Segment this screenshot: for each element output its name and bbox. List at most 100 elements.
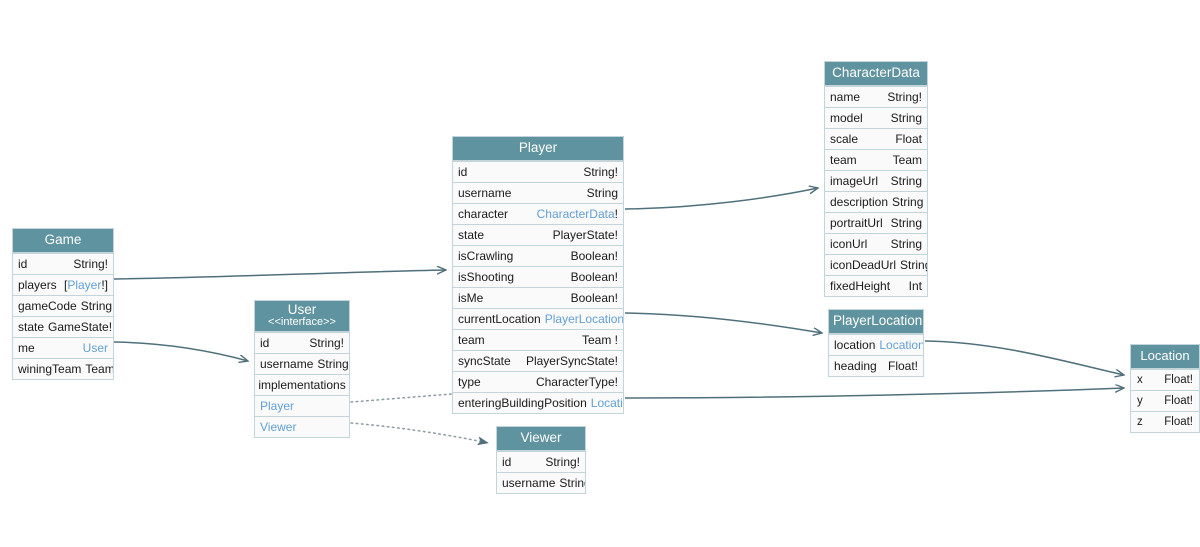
field-type: String — [890, 174, 922, 189]
entity-character-data-title: CharacterData — [825, 62, 927, 87]
field-row[interactable]: syncState PlayerSyncState! — [453, 350, 623, 372]
field-row[interactable]: currentLocation PlayerLocation! — [453, 308, 623, 330]
field-name: username — [260, 357, 314, 372]
field-type: Boolean! — [570, 291, 618, 306]
field-type-link[interactable]: User — [82, 341, 108, 356]
field-row[interactable]: x Float! — [1131, 368, 1199, 390]
implementation-player[interactable]: Player — [260, 399, 295, 414]
field-row[interactable]: location Location! — [829, 334, 923, 356]
field-name: id — [458, 165, 468, 180]
field-type: Location! — [879, 338, 923, 352]
field-row[interactable]: type CharacterType! — [453, 371, 623, 393]
edge-game-players-to-player — [113, 270, 446, 280]
field-row[interactable]: name String! — [825, 86, 927, 108]
field-row[interactable]: y Float! — [1131, 389, 1199, 411]
entity-user[interactable]: User <<interface>> id String! username S… — [254, 300, 350, 439]
field-row[interactable]: id String! — [453, 161, 623, 183]
entity-player-location[interactable]: PlayerLocation location Location! headin… — [828, 309, 924, 378]
field-row[interactable]: heading Float! — [829, 355, 923, 377]
field-row[interactable]: gameCode String! — [13, 295, 113, 317]
entity-viewer[interactable]: Viewer id String! username String — [496, 426, 586, 495]
field-type-link[interactable]: Player — [67, 278, 102, 293]
field-row[interactable]: description String — [825, 191, 927, 213]
entity-user-name: User — [287, 302, 317, 317]
field-row[interactable]: id String! — [497, 451, 585, 473]
field-row[interactable]: fixedHeight Int — [825, 275, 927, 297]
field-row[interactable]: isCrawling Boolean! — [453, 245, 623, 267]
field-name: isShooting — [458, 270, 515, 285]
field-name: enteringBuildingPosition — [458, 396, 587, 411]
field-name: team — [458, 333, 485, 348]
field-name: scale — [830, 132, 859, 147]
field-name: imageUrl — [830, 174, 879, 189]
field-row[interactable]: team Team — [825, 149, 927, 171]
field-name: z — [1137, 415, 1143, 428]
field-row[interactable]: players [Player!] — [13, 274, 113, 296]
field-type: Float! — [1164, 373, 1193, 386]
field-type: Team — [892, 153, 922, 168]
field-row[interactable]: id String! — [13, 253, 113, 275]
field-row[interactable]: z Float! — [1131, 410, 1199, 432]
field-type: String! — [309, 336, 344, 351]
field-name: name — [830, 90, 861, 105]
field-row[interactable]: imageUrl String — [825, 170, 927, 192]
field-row[interactable]: team Team ! — [453, 329, 623, 351]
field-type-suffix: !] — [101, 278, 108, 293]
entity-game[interactable]: Game id String! players [Player!] gameCo… — [12, 228, 114, 381]
field-type-prefix: [ — [63, 278, 68, 293]
edge-user-implements-player — [350, 393, 453, 403]
field-type-link[interactable]: Location — [879, 338, 923, 353]
field-type: Team — [85, 362, 113, 377]
field-row[interactable]: username String — [497, 472, 585, 494]
field-row[interactable]: me User — [13, 337, 113, 359]
field-row[interactable]: username String — [453, 182, 623, 204]
implementation-viewer[interactable]: Viewer — [260, 420, 297, 435]
field-row[interactable]: iconDeadUrl String — [825, 254, 927, 276]
field-row[interactable]: username String — [255, 353, 349, 375]
field-row[interactable]: scale Float — [825, 128, 927, 150]
field-name: isMe — [458, 291, 484, 306]
field-row[interactable]: state GameState! — [13, 316, 113, 338]
field-row[interactable]: isShooting Boolean! — [453, 266, 623, 288]
implementation-row[interactable]: Viewer — [255, 416, 349, 438]
implementation-row[interactable]: Player — [255, 395, 349, 417]
field-name: team — [830, 153, 857, 168]
entity-viewer-title: Viewer — [497, 427, 585, 452]
field-row[interactable]: iconUrl String — [825, 233, 927, 255]
field-type: String — [586, 186, 618, 201]
edge-player-enteringbuildingposition-to-location — [624, 388, 1124, 399]
field-type: String — [559, 476, 585, 491]
field-name: id — [260, 336, 270, 351]
entity-location[interactable]: Location x Float! y Float! z Float! — [1130, 344, 1200, 433]
field-name: username — [458, 186, 512, 201]
edge-playerlocation-location-to-location — [924, 340, 1124, 375]
field-type: PlayerSyncState! — [525, 354, 618, 369]
field-type: CharacterData! — [537, 207, 618, 221]
field-type-link[interactable]: PlayerLocation — [544, 312, 623, 327]
field-name: portraitUrl — [830, 216, 883, 231]
field-row[interactable]: state PlayerState! — [453, 224, 623, 246]
field-row[interactable]: enteringBuildingPosition Location — [453, 392, 623, 414]
field-name: iconDeadUrl — [830, 258, 897, 273]
field-row[interactable]: portraitUrl String — [825, 212, 927, 234]
field-row[interactable]: model String — [825, 107, 927, 129]
implementations-label: implementations — [258, 378, 346, 393]
field-row[interactable]: id String! — [255, 332, 349, 354]
field-type: String! — [80, 299, 113, 314]
field-type-link[interactable]: CharacterData — [536, 207, 615, 222]
entity-character-data[interactable]: CharacterData name String! model String … — [824, 61, 928, 298]
field-name: x — [1137, 373, 1143, 386]
entity-player-title: Player — [453, 137, 623, 162]
field-type-link[interactable]: Location — [590, 396, 623, 411]
entity-player[interactable]: Player id String! username String charac… — [452, 136, 624, 415]
field-type: Float! — [1164, 394, 1193, 407]
field-row[interactable]: isMe Boolean! — [453, 287, 623, 309]
field-row[interactable]: winingTeam Team — [13, 358, 113, 380]
field-type: Boolean! — [570, 249, 618, 264]
field-type-suffix: ! — [614, 207, 618, 222]
field-row[interactable]: character CharacterData! — [453, 203, 623, 225]
entity-user-title: User <<interface>> — [255, 301, 349, 333]
field-name: isCrawling — [458, 249, 514, 264]
field-type: PlayerState! — [552, 228, 618, 243]
field-name: type — [458, 375, 481, 390]
